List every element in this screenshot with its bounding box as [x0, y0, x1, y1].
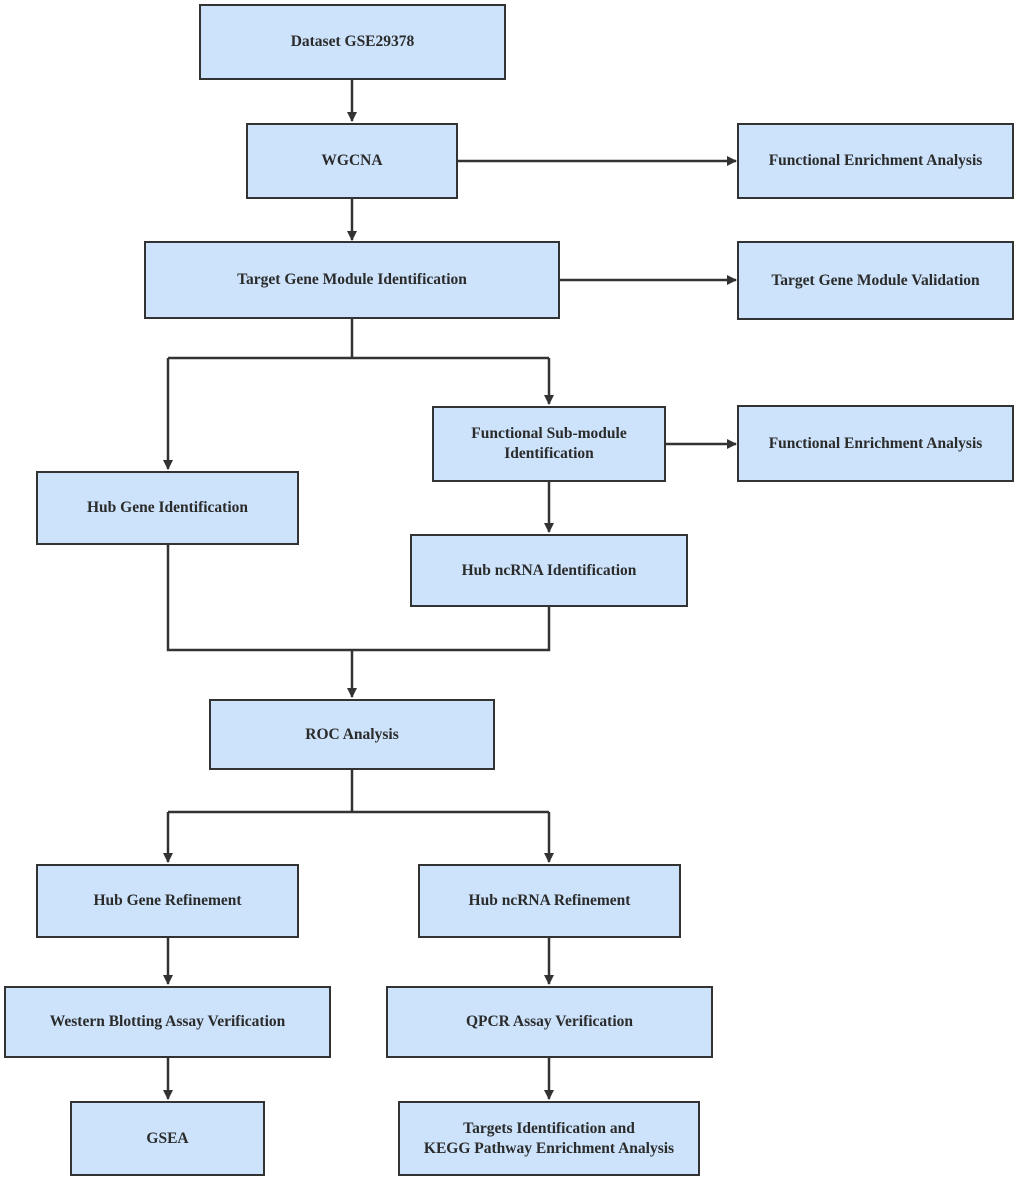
node-targets-kegg-label: Targets Identification and KEGG Pathway …: [423, 1119, 675, 1157]
edge-merge-to-roc: [166, 544, 551, 697]
edge-roc-split: [168, 770, 549, 814]
node-functional-enrichment-mid-label: Functional Enrichment Analysis: [768, 434, 983, 452]
node-hub-gene-identification: Hub Gene Identification: [36, 471, 299, 545]
node-qpcr-verification-label: QPCR Assay Verification: [465, 1013, 634, 1030]
node-wgcna-label: WGCNA: [321, 152, 383, 169]
node-qpcr-verification: QPCR Assay Verification: [386, 986, 713, 1058]
node-western-blotting-verification-label: Western Blotting Assay Verification: [49, 1013, 286, 1030]
node-roc-analysis-label: ROC Analysis: [305, 725, 399, 743]
node-functional-enrichment-top: Functional Enrichment Analysis: [737, 123, 1014, 199]
node-roc-analysis: ROC Analysis: [209, 699, 495, 770]
node-functional-enrichment-mid: Functional Enrichment Analysis: [737, 405, 1014, 482]
node-target-gene-module-validation: Target Gene Module Validation: [737, 241, 1014, 320]
node-hub-gene-refinement: Hub Gene Refinement: [36, 864, 299, 938]
node-target-gene-module-identification-label: Target Gene Module Identification: [237, 271, 467, 288]
node-hub-gene-refinement-label: Hub Gene Refinement: [93, 892, 242, 909]
node-functional-submodule-identification: Functional Sub-module Identification: [432, 406, 666, 482]
node-target-gene-module-validation-label: Target Gene Module Validation: [771, 271, 980, 289]
node-dataset: Dataset GSE29378: [199, 4, 506, 80]
node-hub-gene-identification-label: Hub Gene Identification: [86, 499, 249, 516]
node-targets-kegg: Targets Identification and KEGG Pathway …: [398, 1101, 700, 1176]
node-functional-submodule-identification-label: Functional Sub-module Identification: [471, 425, 627, 462]
node-gsea-label: GSEA: [146, 1129, 189, 1147]
node-hub-ncrna-refinement-label: Hub ncRNA Refinement: [468, 892, 631, 909]
node-hub-ncrna-refinement: Hub ncRNA Refinement: [418, 864, 681, 938]
node-functional-enrichment-top-label: Functional Enrichment Analysis: [768, 152, 983, 169]
node-gsea: GSEA: [70, 1101, 265, 1176]
edge-target-module-split: [168, 319, 549, 360]
node-dataset-label: Dataset GSE29378: [290, 33, 415, 50]
node-hub-ncrna-identification-label: Hub ncRNA Identification: [461, 561, 637, 579]
node-hub-ncrna-identification: Hub ncRNA Identification: [410, 534, 688, 607]
node-western-blotting-verification: Western Blotting Assay Verification: [4, 986, 331, 1058]
node-target-gene-module-identification: Target Gene Module Identification: [144, 241, 560, 319]
node-wgcna: WGCNA: [246, 123, 458, 199]
